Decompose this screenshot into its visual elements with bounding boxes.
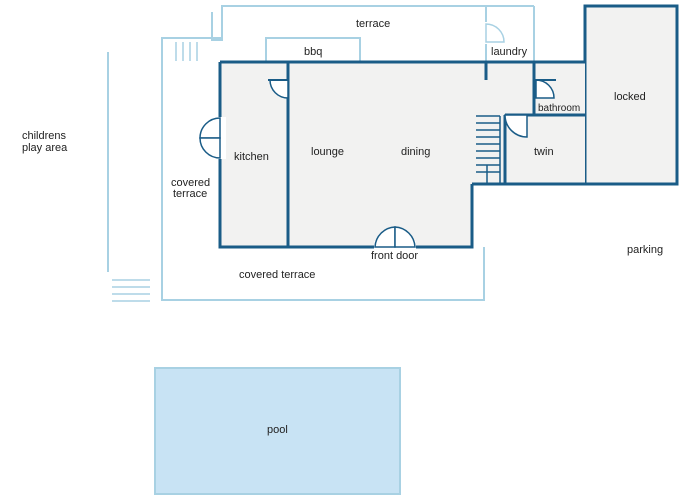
childrens-play-area-label-2: play area [22, 142, 68, 154]
parking-label: parking [627, 244, 663, 256]
locked-room [583, 4, 679, 186]
pool [154, 367, 401, 495]
kitchen-door [199, 117, 226, 159]
pool-label: pool [267, 424, 288, 436]
covered-terrace-side-label-1: covered [171, 177, 210, 189]
laundry-label: laundry [491, 46, 528, 58]
twin-label: twin [534, 146, 554, 158]
play-area-steps [112, 279, 150, 302]
bbq-outline [265, 37, 361, 62]
bathroom-door [534, 79, 556, 99]
stairs [476, 115, 501, 184]
locked-label: locked [614, 91, 646, 103]
house-interior [220, 62, 585, 247]
terrace-steps [175, 42, 198, 61]
laundry-door [485, 23, 505, 43]
front-door-label: front door [371, 250, 418, 262]
bathroom-label: bathroom [538, 103, 580, 114]
kitchen-label: kitchen [234, 151, 269, 163]
covered-terrace-front-label: covered terrace [239, 269, 315, 281]
terrace-label: terrace [356, 18, 390, 30]
covered-terrace-side-label-2: terrace [173, 188, 207, 200]
twin-door [504, 114, 528, 138]
lounge-door [268, 79, 289, 99]
dining-label: dining [401, 146, 430, 158]
childrens-play-area-label-1: childrens [22, 130, 67, 142]
bbq-label: bbq [304, 46, 322, 58]
terrace-outer-wall [211, 5, 487, 41]
covered-terrace-outer-wall [161, 37, 485, 301]
front-door [374, 226, 416, 253]
lounge-label: lounge [311, 146, 344, 158]
